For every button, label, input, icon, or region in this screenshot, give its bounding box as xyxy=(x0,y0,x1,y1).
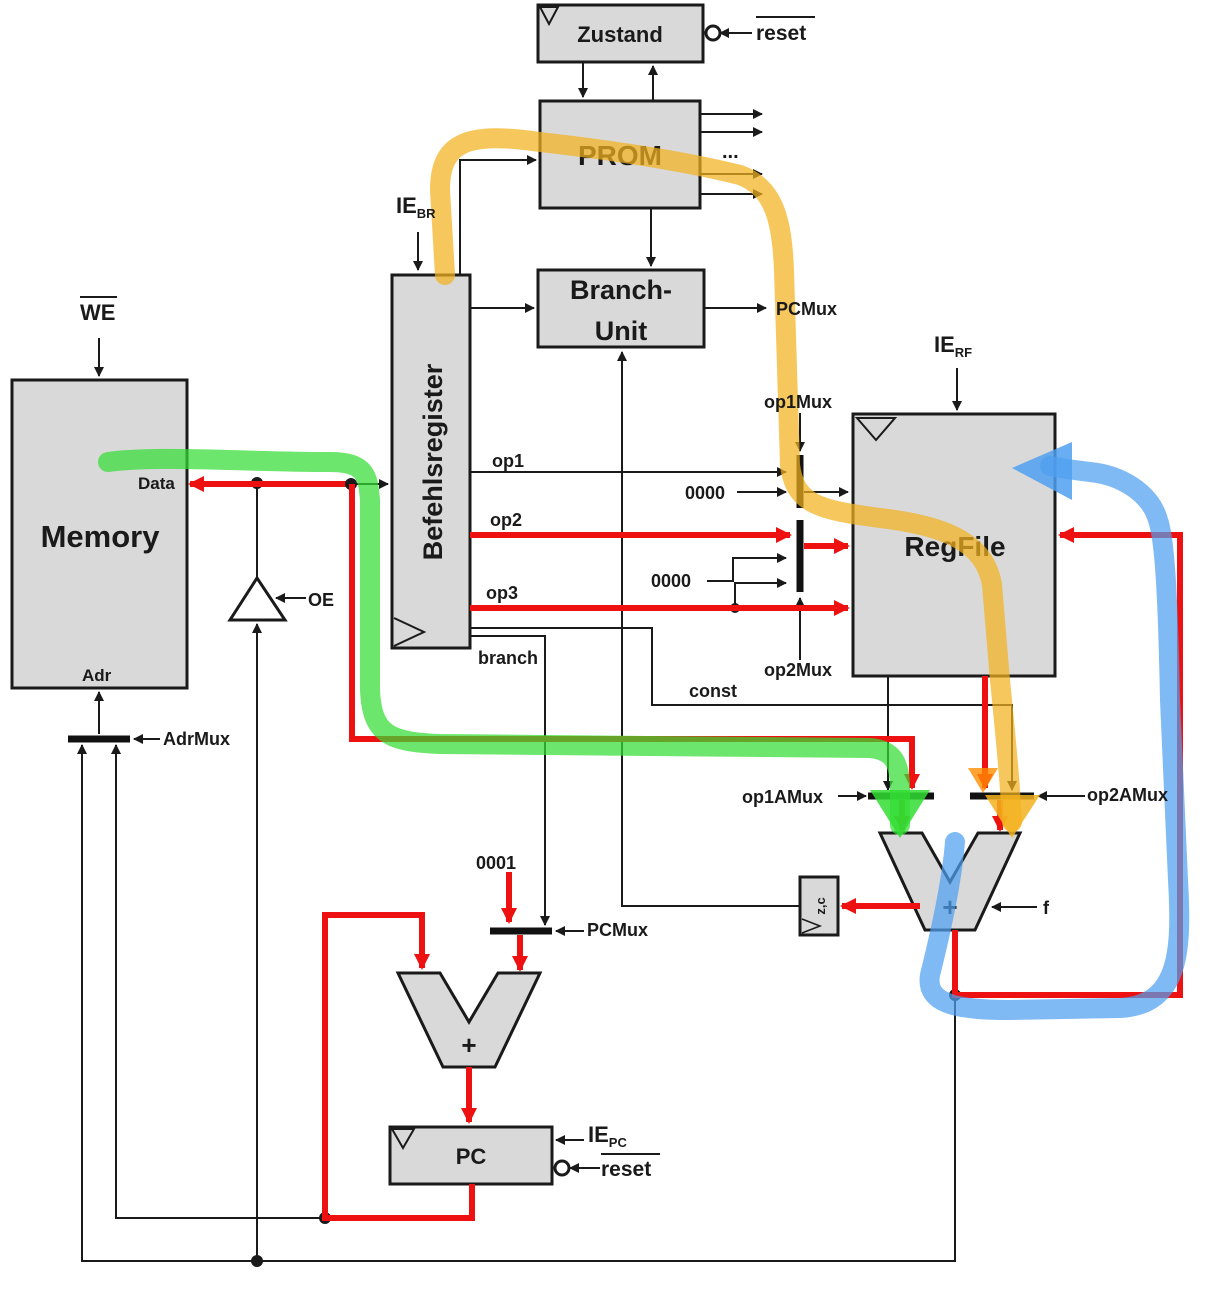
reset-pc-label: reset xyxy=(601,1158,651,1181)
yellow-highlight-path xyxy=(430,128,1022,832)
zustand-block: Zustand xyxy=(536,3,705,64)
branch-unit-label-line2: Unit xyxy=(595,316,647,346)
tristate-buffer xyxy=(227,575,288,622)
yellow-highlight-arrowhead xyxy=(985,795,1040,838)
op2mux-label: op2Mux xyxy=(764,660,832,680)
signal-labels: reset ... IEBR PCMux IERF WE op1Mux op1 … xyxy=(80,16,1168,1181)
prom-ellipsis: ... xyxy=(722,141,739,163)
branch-label: branch xyxy=(478,648,538,668)
ie-br-label: IEBR xyxy=(396,193,436,221)
befehlsregister-label: Befehlsregister xyxy=(418,363,448,560)
memory-block: Memory Data Adr xyxy=(10,378,189,690)
const-label: const xyxy=(689,681,737,701)
pcmux-bottom-label: PCMux xyxy=(587,920,648,940)
one-constant-label: 0001 xyxy=(476,853,516,873)
befehlsregister-block: Befehlsregister xyxy=(390,273,472,650)
pcmux-top-label: PCMux xyxy=(776,299,837,319)
branch-unit-label-line1: Branch- xyxy=(570,275,672,305)
adrmux-label: AdrMux xyxy=(163,729,230,749)
data-path-wires xyxy=(188,476,1183,1221)
zero-op2-label: 0000 xyxy=(651,571,691,591)
memory-label: Memory xyxy=(41,519,161,554)
we-label: WE xyxy=(80,300,115,325)
pc-block: PC xyxy=(388,1125,554,1186)
f-label: f xyxy=(1043,898,1050,918)
ie-pc-label: IEPC xyxy=(588,1122,627,1150)
adr-port-label: Adr xyxy=(82,666,112,685)
op2amux-label: op2AMux xyxy=(1087,785,1168,805)
oe-label: OE xyxy=(308,590,334,610)
flags-label: z,c xyxy=(813,897,828,914)
op1-label: op1 xyxy=(492,451,524,471)
highlight-paths xyxy=(98,128,1190,1020)
op2-label: op2 xyxy=(490,510,522,530)
op1amux-label: op1AMux xyxy=(742,787,823,807)
zero-op1-label: 0000 xyxy=(685,483,725,503)
blue-highlight-arrowhead xyxy=(1012,442,1072,500)
op1mux-label: op1Mux xyxy=(764,392,832,412)
flags-register: z,c xyxy=(798,875,840,937)
reset-top-label: reset xyxy=(756,22,806,45)
zustand-label: Zustand xyxy=(577,22,663,47)
pc-label: PC xyxy=(456,1144,487,1169)
ie-rf-label: IERF xyxy=(934,332,972,360)
green-highlight-path xyxy=(98,448,910,835)
branch-unit-block: Branch- Unit xyxy=(536,268,706,349)
op3-label: op3 xyxy=(486,583,518,603)
orange-highlight-arrowhead xyxy=(968,768,998,793)
pc-adder-plus-sign: + xyxy=(461,1030,476,1060)
pc-adder: + xyxy=(395,971,543,1069)
green-highlight-arrowhead xyxy=(870,790,930,838)
blue-highlight-path xyxy=(919,456,1190,1020)
data-port-label: Data xyxy=(138,474,175,493)
